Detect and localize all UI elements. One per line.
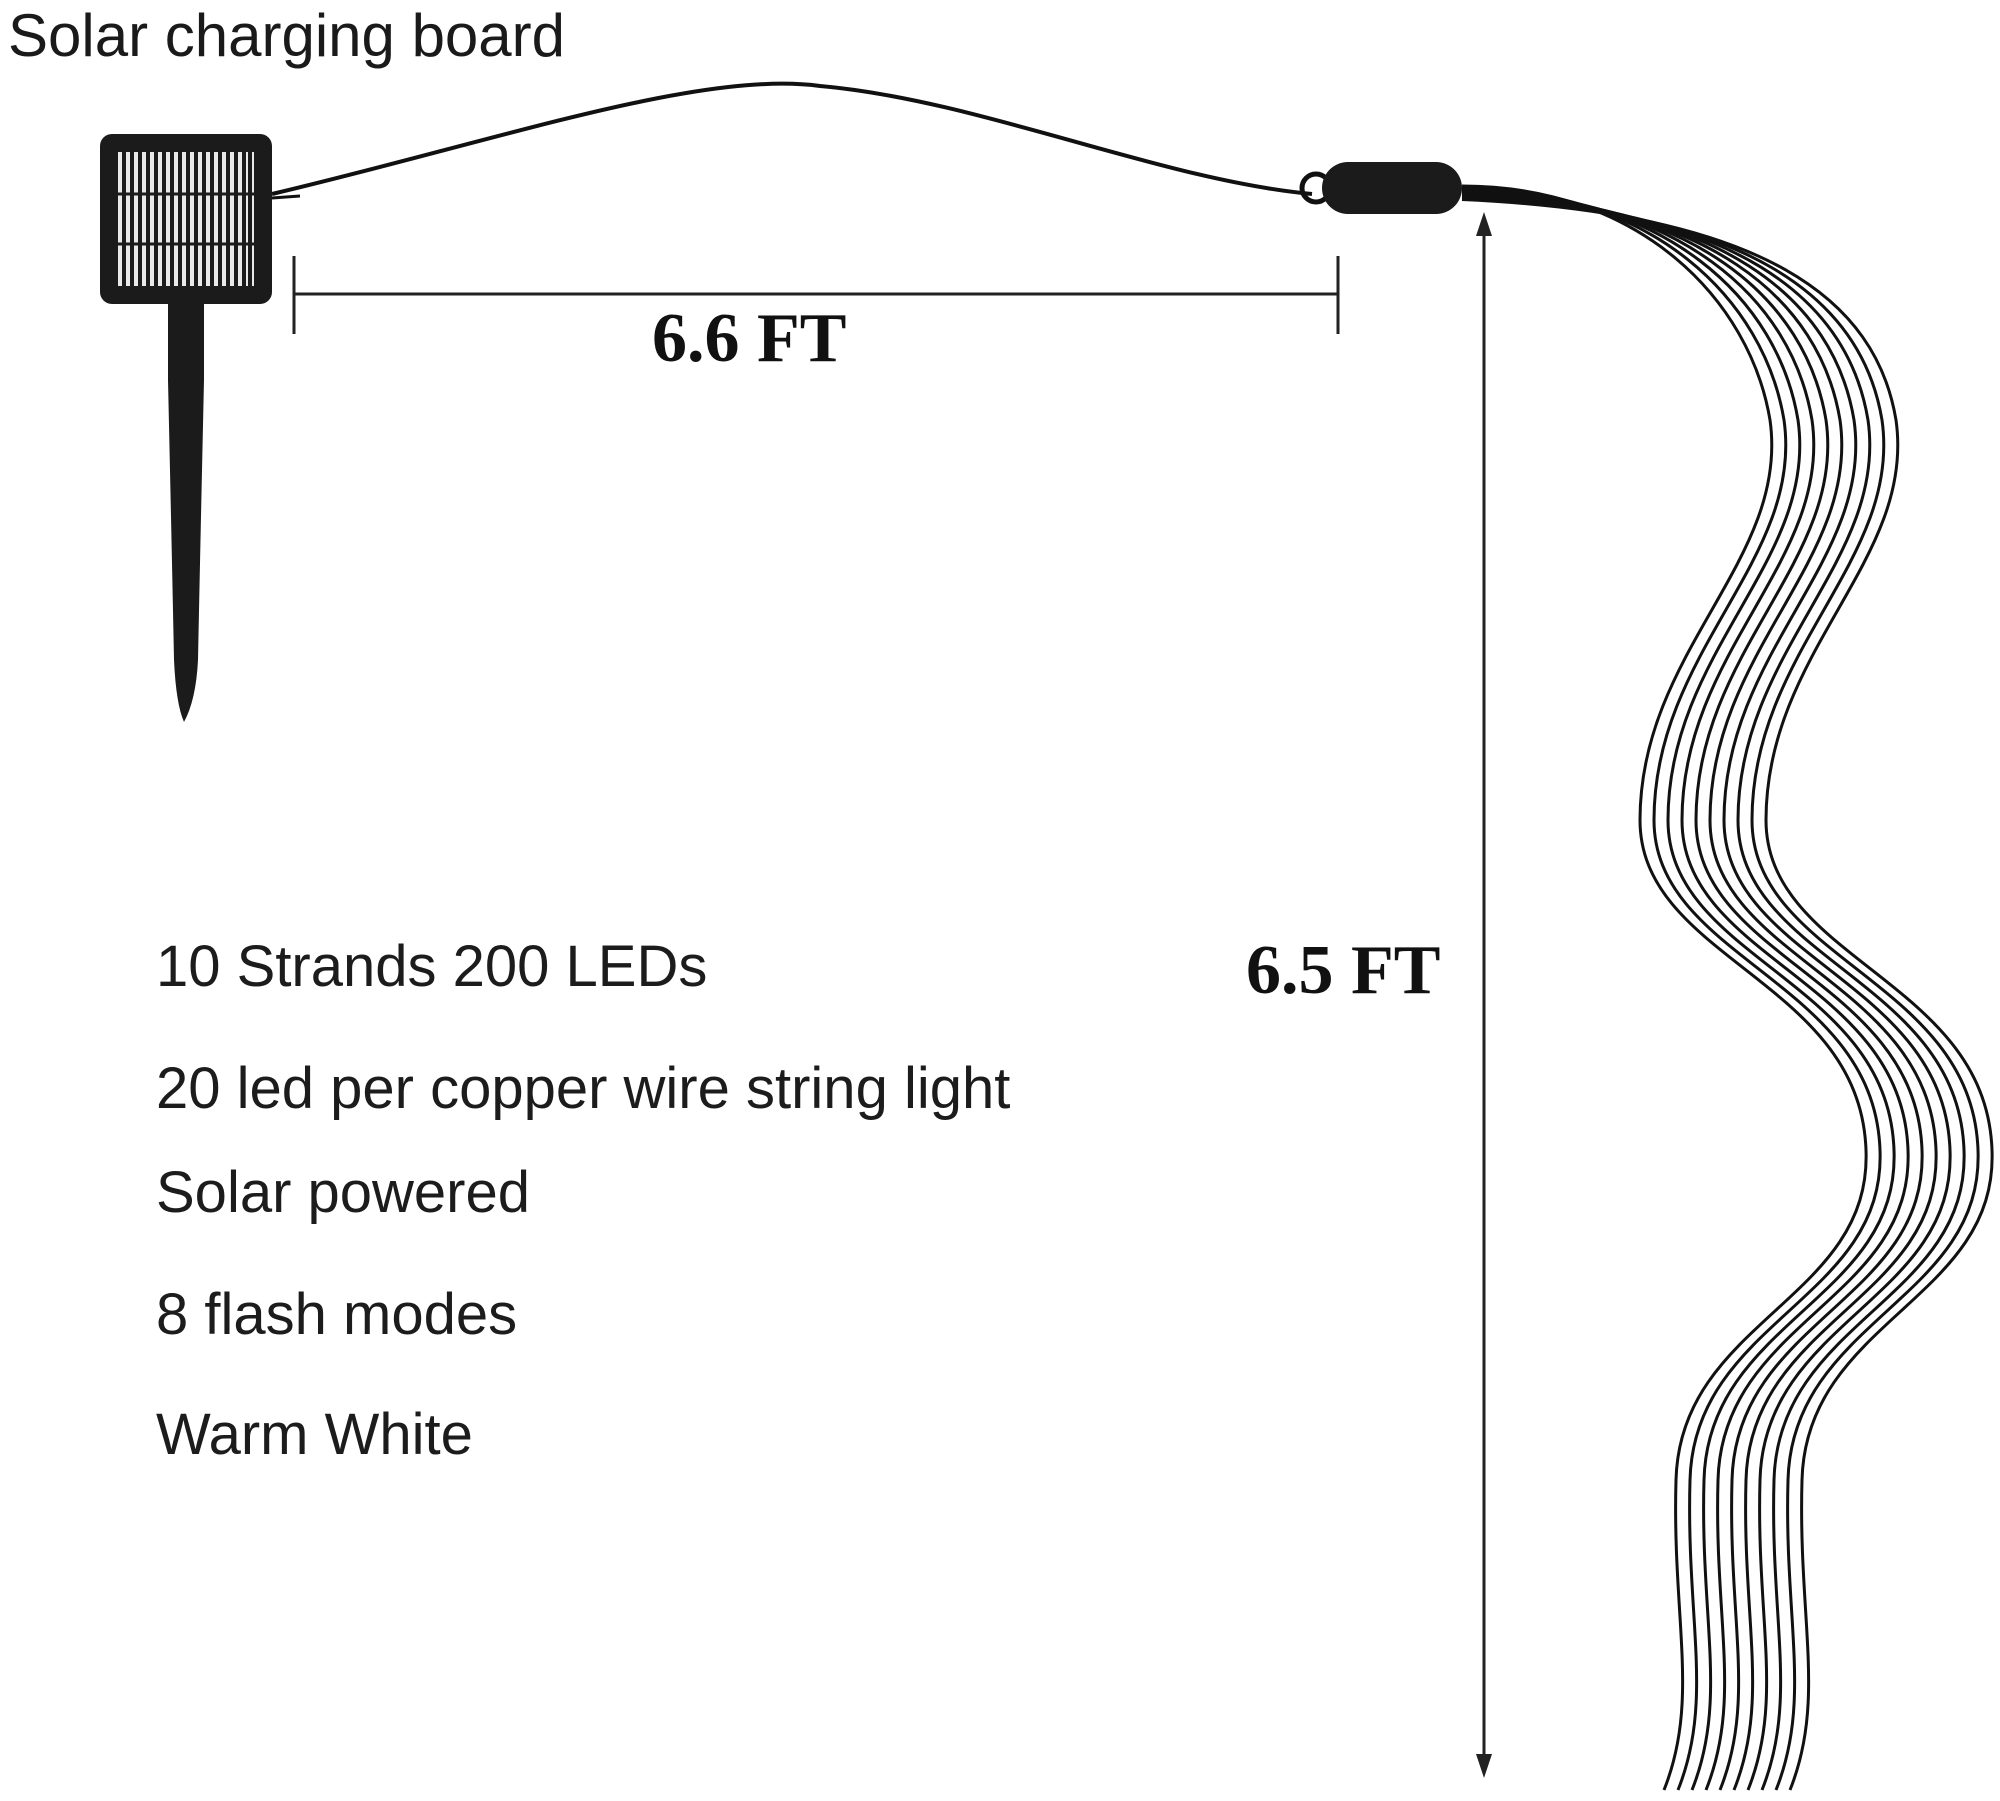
strand-length-dimension-line [1476, 212, 1492, 1778]
spec-flash-modes: 8 flash modes [156, 1282, 518, 1347]
led-strands [1461, 184, 1994, 1791]
spec-strands-leds: 10 Strands 200 LEDs [156, 934, 708, 999]
spec-light-color: Warm White [156, 1402, 473, 1467]
led-strand [1461, 192, 1938, 1791]
solar-charging-board-label: Solar charging board [8, 2, 566, 69]
ground-stake-icon [168, 302, 204, 722]
controller-box-icon [1299, 162, 1462, 214]
spec-power-source: Solar powered [156, 1160, 530, 1225]
cable-length-dimension-line [292, 256, 1340, 334]
led-strand [1461, 186, 1882, 1791]
led-strand [1461, 196, 1980, 1791]
led-strand [1461, 198, 1994, 1791]
strand-length-label: 6.5 FT [1246, 932, 1441, 1009]
led-strand [1461, 187, 1896, 1791]
connecting-cable [271, 81, 1313, 196]
led-strand [1461, 184, 1868, 1791]
led-strand [1461, 189, 1910, 1791]
led-strand [1461, 195, 1966, 1791]
led-strand [1461, 190, 1924, 1791]
led-strand [1461, 193, 1952, 1791]
spec-leds-per-string: 20 led per copper wire string light [156, 1056, 1011, 1121]
cable-length-label: 6.6 FT [652, 300, 847, 377]
solar-panel-icon [100, 134, 272, 304]
